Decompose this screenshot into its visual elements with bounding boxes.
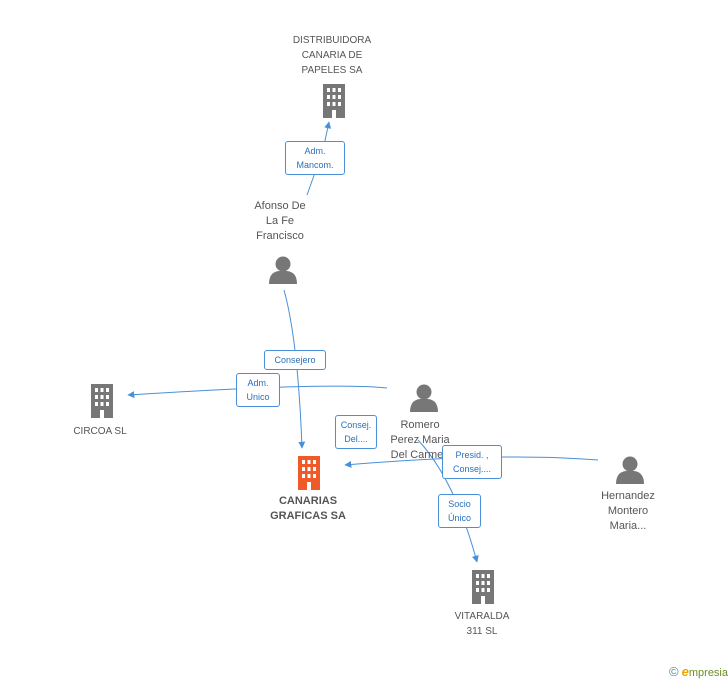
building-icon-circoa <box>91 384 113 418</box>
edge-label-adm-mancom[interactable]: Adm. Mancom. <box>285 141 345 175</box>
person-icon-romero <box>410 384 438 412</box>
building-icon-distribuidora <box>323 84 345 118</box>
node-label-afonso[interactable]: Afonso De La Fe Francisco <box>254 200 306 242</box>
node-label-romero[interactable]: Romero Perez Maria Del Carmen <box>390 419 450 461</box>
edge-romero-circoa <box>127 385 388 399</box>
brand-name: mpresia <box>688 667 728 679</box>
person-icon-afonso <box>269 256 297 284</box>
copyright-symbol: © <box>668 664 679 679</box>
edge-label-consejero[interactable]: Consejero <box>264 350 326 370</box>
empresia-logo[interactable]: © empresia <box>669 664 728 679</box>
node-label-circoa[interactable]: CIRCOA SL <box>73 426 127 437</box>
edge-label-consej-del[interactable]: Consej. Del.... <box>335 415 377 449</box>
edge-label-socio-unico[interactable]: Socio Único <box>438 494 481 528</box>
node-label-distribuidora[interactable]: DISTRIBUIDORA CANARIA DE PAPELES SA <box>292 35 372 76</box>
node-label-vitaralda[interactable]: VITARALDA 311 SL <box>454 611 510 637</box>
node-label-hernandez[interactable]: Hernandez Montero Maria... <box>601 490 655 532</box>
building-icon-vitaralda <box>472 570 494 604</box>
brand-e-letter: e <box>681 664 689 679</box>
edge-romero-vitaralda <box>417 439 479 563</box>
person-icon-hernandez <box>616 456 644 484</box>
node-label-canarias[interactable]: CANARIAS GRAFICAS SA <box>270 495 346 522</box>
edge-label-presid-consej[interactable]: Presid. , Consej.... <box>442 445 502 479</box>
edge-label-adm-unico[interactable]: Adm. Unico <box>236 373 280 407</box>
building-icon-canarias <box>298 456 320 490</box>
